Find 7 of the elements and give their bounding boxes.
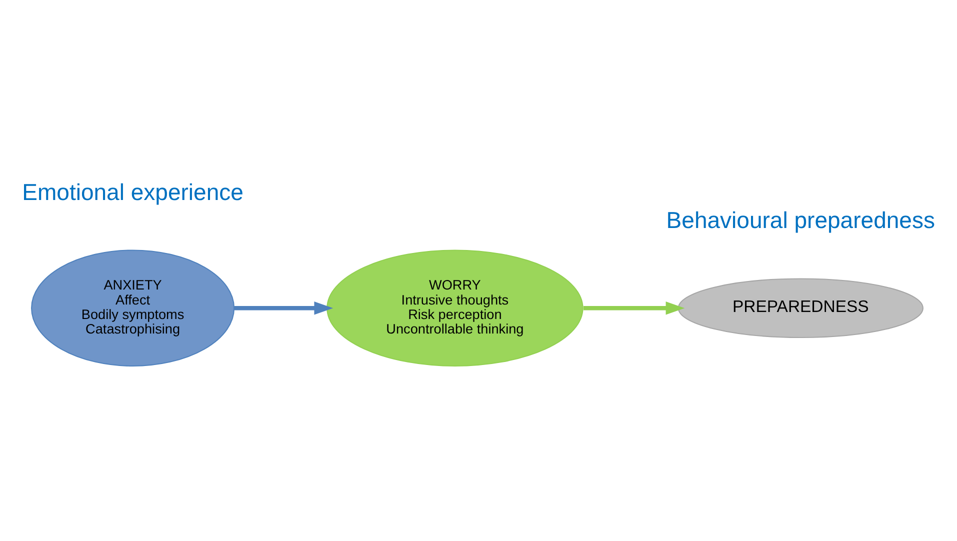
node-ellipse: ANXIETY Affect Bodily symptoms Catastrophising bbox=[31, 250, 235, 366]
arrow bbox=[583, 301, 685, 315]
label: Behavioural preparedness bbox=[666, 207, 936, 234]
arrow bbox=[234, 301, 334, 315]
node-ellipse: WORRY Intrusive thoughts Risk perception Uncontrollable thinking bbox=[326, 250, 584, 366]
label: Emotional experience bbox=[22, 178, 244, 205]
node-ellipse: PREPAREDNESS bbox=[678, 278, 924, 338]
